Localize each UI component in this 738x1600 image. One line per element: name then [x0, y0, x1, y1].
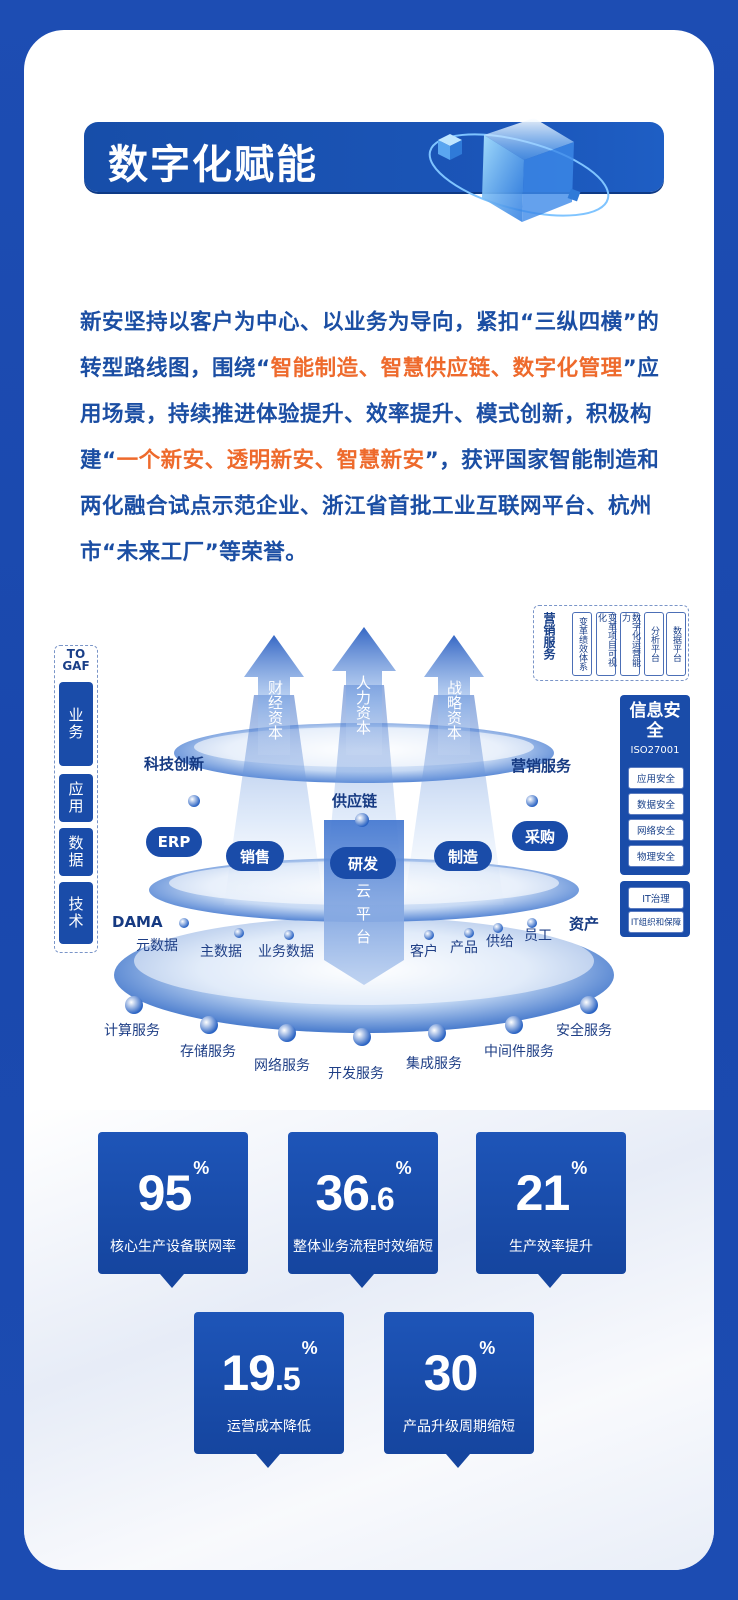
info-security-heading: 信息安全	[629, 701, 681, 741]
pill-erp: ERP	[146, 827, 202, 857]
it-org: IT组织和保障	[628, 911, 684, 933]
intro-text-3: ”，获评国家智能制造和两化融合试点示范企业、浙江省首批工业互联网平台、杭州市“未…	[80, 448, 660, 565]
stat-percent: %	[571, 1158, 587, 1178]
label-supply: 供给	[486, 934, 514, 950]
arrow-label-hr: 人力资本	[354, 675, 372, 735]
stat-card-upgrade-cycle: 30% 产品升级周期缩短	[384, 1312, 534, 1468]
sec-app: 应用安全	[628, 767, 684, 789]
label-employee: 员工	[524, 928, 552, 944]
stat-card-network-rate: 95% 核心生产设备联网率	[98, 1132, 248, 1288]
glass-cube-illustration	[428, 118, 610, 222]
togaf-data: 数据	[59, 828, 93, 876]
label-dev-service: 开发服务	[328, 1066, 384, 1082]
label-assets: 资产	[569, 915, 600, 933]
architecture-diagram: 财经资本 人力资本 战略资本 科技创新 营销服务 供应链 ERP 销售 研发 制…	[24, 605, 714, 1125]
stat-percent: %	[301, 1338, 318, 1358]
label-tech-innovation: 科技创新	[144, 755, 205, 773]
label-supply-chain: 供应链	[332, 792, 378, 810]
stat-value: 30	[423, 1345, 479, 1401]
label-security-service: 安全服务	[556, 1023, 612, 1039]
togaf-technology: 技术	[59, 882, 93, 944]
label-storage-service: 存储服务	[180, 1044, 236, 1060]
stat-caption: 核心生产设备联网率	[110, 1239, 236, 1255]
marketing-services-panel: 营销服务 变革绩效体系 变革项目可视化 数字化运营能力 分析平台 数据平台	[533, 605, 689, 681]
label-metadata: 元数据	[136, 938, 178, 954]
stat-caption: 运营成本降低	[227, 1419, 311, 1435]
stat-percent: %	[395, 1158, 412, 1178]
pill-sales: 销售	[226, 841, 284, 871]
stat-card-process-time: 36.6% 整体业务流程时效缩短	[288, 1132, 438, 1288]
label-integration-service: 集成服务	[406, 1056, 462, 1072]
marketing-item-analytics: 分析平台	[644, 612, 664, 676]
label-cloud-platform: 云平台	[354, 883, 372, 952]
stat-caption: 产品升级周期缩短	[403, 1419, 515, 1435]
marketing-item-data-platform: 数据平台	[666, 612, 686, 676]
it-governance-panel: IT治理 IT组织和保障	[620, 881, 690, 937]
marketing-item-visualization: 变革项目可视化	[596, 612, 616, 676]
togaf-business: 业务	[59, 682, 93, 766]
stat-value: 21	[515, 1165, 571, 1221]
pill-procurement: 采购	[512, 821, 568, 851]
stat-percent: %	[193, 1158, 209, 1178]
marketing-heading: 营销服务	[542, 612, 556, 660]
arrow-label-finance: 财经资本	[266, 680, 284, 740]
stat-card-efficiency: 21% 生产效率提升	[476, 1132, 626, 1288]
label-middleware-service: 中间件服务	[484, 1044, 554, 1060]
togaf-application: 应用	[59, 774, 93, 822]
intro-text-2: ”应用场景，持续推进体验提升、效率提升、模式创新，积极构建“	[80, 356, 660, 473]
intro-highlight-1: 智能制造、智慧供应链、数字化管理	[270, 356, 623, 381]
stat-decimal: .5	[274, 1361, 301, 1397]
label-compute-service: 计算服务	[104, 1023, 160, 1039]
intro-paragraph: 新安坚持以客户为中心、以业务为导向，紧扣“三纵四横”的转型路线图，围绕“智能制造…	[80, 300, 680, 576]
label-dama: DAMA	[112, 913, 163, 931]
pill-rnd: 研发	[330, 847, 396, 879]
label-product: 产品	[450, 940, 478, 956]
pill-manufacturing: 制造	[434, 841, 492, 871]
stat-percent: %	[479, 1338, 495, 1358]
intro-text-1: 新安坚持以客户为中心、以业务为导向，紧扣“三纵四横”的转型路线图，围绕“	[80, 310, 660, 381]
it-governance: IT治理	[628, 887, 684, 909]
stat-value: 36	[315, 1165, 370, 1221]
sec-physical: 物理安全	[628, 845, 684, 867]
label-network-service: 网络服务	[254, 1058, 310, 1074]
page-title: 数字化赋能	[108, 142, 318, 188]
label-business-data: 业务数据	[258, 944, 314, 960]
stat-caption: 整体业务流程时效缩短	[293, 1239, 433, 1255]
sec-data: 数据安全	[628, 793, 684, 815]
marketing-item-ops: 数字化运营能力	[620, 612, 640, 676]
label-customer: 客户	[410, 944, 438, 960]
togaf-panel: TO GAF 业务 应用 数据 技术	[54, 645, 98, 953]
info-security-std: ISO27001	[630, 745, 680, 756]
stat-caption: 生产效率提升	[509, 1239, 593, 1255]
intro-highlight-2: 一个新安、透明新安、智慧新安	[116, 448, 425, 473]
content-card: 数字化赋能 新安坚持以客户为中心、以业务为导向，紧扣“三纵四横”的转型路线图，围…	[24, 30, 714, 1570]
stat-value: 95	[137, 1165, 193, 1221]
info-security-panel: 信息安全 ISO27001 应用安全 数据安全 网络安全 物理安全	[620, 695, 690, 875]
togaf-heading: TO GAF	[62, 647, 90, 673]
label-marketing-service: 营销服务	[511, 757, 572, 775]
stat-decimal: .6	[368, 1181, 395, 1217]
arrow-label-strategy: 战略资本	[445, 680, 463, 740]
marketing-item-performance: 变革绩效体系	[572, 612, 592, 676]
label-master-data: 主数据	[200, 944, 242, 960]
stat-card-operating-cost: 19.5% 运营成本降低	[194, 1312, 344, 1468]
sec-network: 网络安全	[628, 819, 684, 841]
stat-value: 19	[221, 1345, 276, 1401]
